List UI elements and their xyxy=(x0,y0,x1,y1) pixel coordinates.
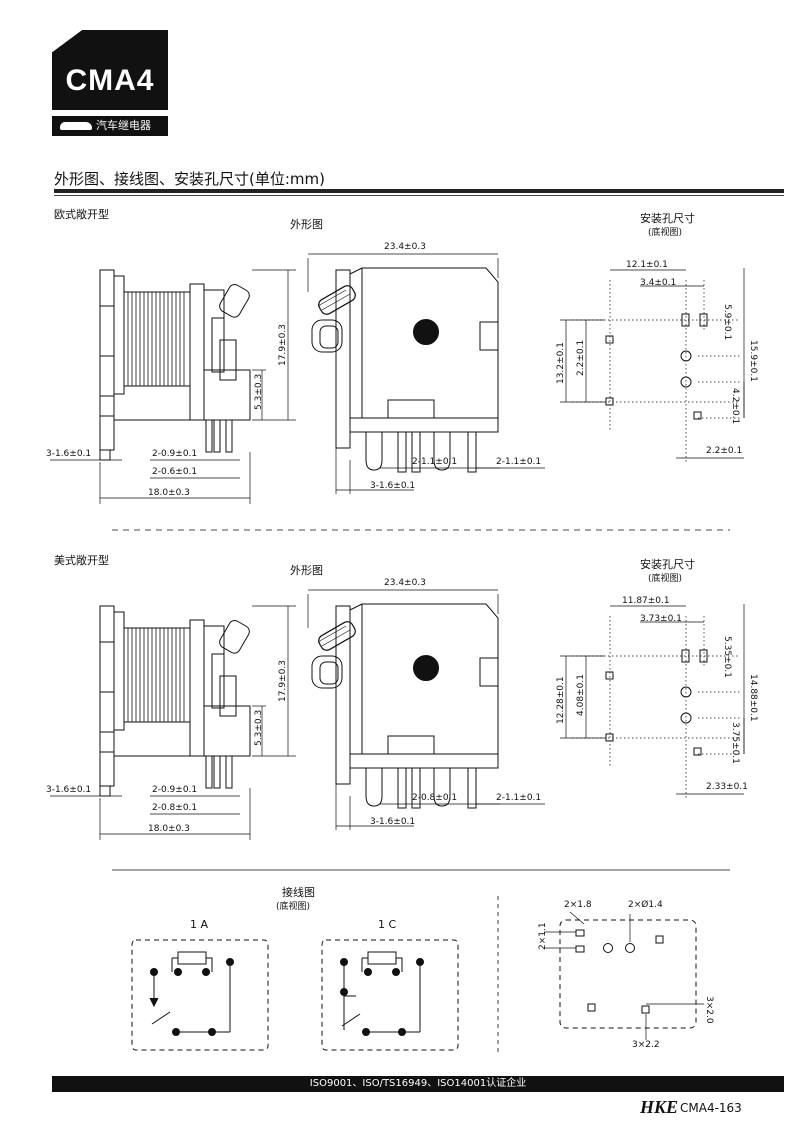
us-dim-m3: 5.35±0.1 xyxy=(722,636,732,678)
us-dim-m5: 4.08±0.1 xyxy=(576,674,586,716)
eu-dim-pin2b: 2-0.6±0.1 xyxy=(152,467,198,477)
logo-title: CMA4 xyxy=(65,64,155,97)
pcb-dim-b: 2×Ø1.4 xyxy=(628,900,663,910)
us-dim-front-pin-b: 2-1.1±0.1 xyxy=(496,793,542,803)
car-icon xyxy=(60,122,92,130)
eu-dim-m4: 13.2±0.1 xyxy=(556,342,566,384)
eu-dim-front-pin3: 3-1.6±0.1 xyxy=(370,481,416,491)
us-dim-m4: 12.28±0.1 xyxy=(556,676,566,724)
wiring-bottom-view: (底视图) xyxy=(276,902,311,912)
us-dim-front-pin3: 3-1.6±0.1 xyxy=(370,817,416,827)
eu-type-label: 欧式敞开型 xyxy=(54,208,109,221)
eu-dim-width-top: 23.4±0.3 xyxy=(384,242,426,252)
us-dim-front-pin-a: 2-0.8±0.1 xyxy=(412,793,458,803)
eu-mount-label: 安装孔尺寸 xyxy=(640,212,695,225)
eu-dim-base: 18.0±0.3 xyxy=(148,488,190,498)
us-dim-pin-height: 5.3±0.3 xyxy=(254,709,264,746)
us-dim-pin2b: 2-0.8±0.1 xyxy=(152,803,198,813)
footer-brand: HKE xyxy=(640,1097,679,1117)
us-dim-m8: 2.33±0.1 xyxy=(706,782,748,792)
eu-dim-m1: 12.1±0.1 xyxy=(626,260,668,270)
wiring-title: 接线图 xyxy=(282,886,315,899)
logo-subtitle-bar: 汽车继电器 xyxy=(52,116,168,136)
eu-dim-m5: 2.2±0.1 xyxy=(576,339,586,376)
us-mount-label: 安装孔尺寸 xyxy=(640,558,695,571)
wiring-1c-label: 1 C xyxy=(378,918,397,931)
eu-dim-pin3: 3-1.6±0.1 xyxy=(46,449,92,459)
section-title: 外形图、接线图、安装孔尺寸(单位:mm) xyxy=(54,170,325,188)
pcb-dim-d: 3×2.0 xyxy=(704,996,714,1024)
eu-dim-pin-height: 5.3±0.3 xyxy=(254,373,264,410)
us-type-label: 美式敞开型 xyxy=(54,554,109,567)
eu-dim-m6: 15.9±0.1 xyxy=(748,340,758,382)
pcb-dim-c: 2×1.1 xyxy=(538,922,548,950)
us-outline-label: 外形图 xyxy=(290,564,323,577)
eu-dim-m8: 2.2±0.1 xyxy=(706,446,743,456)
logo-subtitle: 汽车继电器 xyxy=(96,119,151,132)
logo-badge xyxy=(52,30,168,110)
wiring-1a-label: 1 A xyxy=(190,918,209,931)
eu-dim-front-pin-b: 2-1.1±0.1 xyxy=(496,457,542,467)
eu-dim-m7: 4.2±0.1 xyxy=(730,388,740,425)
logo: CMA4 汽车继电器 xyxy=(52,30,168,136)
us-dim-base: 18.0±0.3 xyxy=(148,824,190,834)
us-dim-m2: 3.73±0.1 xyxy=(640,614,682,624)
eu-bottom-view: (底视图) xyxy=(648,228,683,238)
us-dim-pin2a: 2-0.9±0.1 xyxy=(152,785,198,795)
us-bottom-view: (底视图) xyxy=(648,574,683,584)
footer-cert-bar: ISO9001、ISO/TS16949、ISO14001认证企业 xyxy=(52,1076,784,1092)
eu-dim-m3: 5.9±0.1 xyxy=(722,304,732,341)
us-dim-m7: 3.75±0.1 xyxy=(730,722,740,764)
title-rule-thin xyxy=(54,195,784,196)
eu-dim-pin2a: 2-0.9±0.1 xyxy=(152,449,198,459)
us-dim-pin3: 3-1.6±0.1 xyxy=(46,785,92,795)
eu-dim-m2: 3.4±0.1 xyxy=(640,278,677,288)
us-dim-m6: 14.88±0.1 xyxy=(748,674,758,722)
eu-dim-height: 17.9±0.3 xyxy=(278,324,288,366)
title-rule xyxy=(54,189,784,193)
us-dim-m1: 11.87±0.1 xyxy=(622,596,670,606)
pcb-dim-a: 2×1.8 xyxy=(564,900,592,910)
eu-outline-label: 外形图 xyxy=(290,218,323,231)
pcb-dim-e: 3×2.2 xyxy=(632,1040,660,1050)
eu-dim-front-pin-a: 2-1.1±0.1 xyxy=(412,457,458,467)
footer-page-number: CMA4-163 xyxy=(680,1101,742,1115)
us-dim-width-top: 23.4±0.3 xyxy=(384,578,426,588)
us-dim-height: 17.9±0.3 xyxy=(278,660,288,702)
